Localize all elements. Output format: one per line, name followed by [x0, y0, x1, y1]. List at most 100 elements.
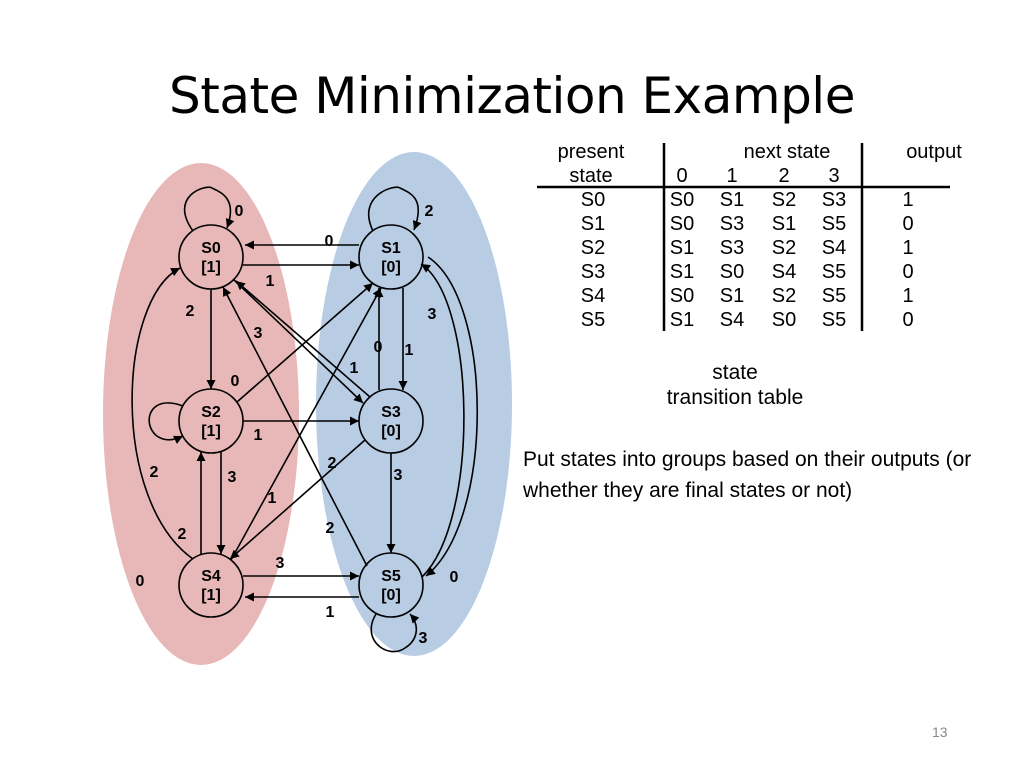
table-caption-line1: state — [712, 361, 758, 384]
input-column-0: 0 — [676, 165, 687, 187]
state-node-s4: S4[1] — [178, 552, 244, 618]
row-present-state: S2 — [581, 237, 605, 259]
transition-label-s3-s0: 1 — [350, 360, 359, 377]
transition-s2-to-s1 — [236, 282, 374, 403]
transition-s2-to-s2 — [148, 402, 184, 444]
transition-label-s1-s0: 0 — [325, 233, 334, 250]
transition-s5-to-s0 — [222, 286, 368, 567]
transition-label-s0-s3: 3 — [254, 325, 263, 342]
state-output: [1] — [201, 423, 221, 440]
state-name: S3 — [381, 404, 401, 421]
input-column-3: 3 — [828, 165, 839, 187]
header-next-state: next state — [744, 141, 831, 163]
transition-label-s5-s5: 3 — [419, 630, 428, 647]
state-output: [1] — [201, 587, 221, 604]
state-name: S4 — [201, 568, 221, 585]
transition-label-s5-s0: 2 — [326, 520, 335, 537]
row-output: 0 — [902, 261, 913, 283]
state-node-s0: S0[1] — [178, 224, 244, 290]
state-circle — [358, 388, 424, 454]
transition-s1-to-s1 — [367, 186, 422, 232]
table-caption: state transition table — [600, 360, 870, 410]
state-nodes: S0[1]S1[0]S2[1]S3[0]S4[1]S5[0] — [178, 224, 424, 618]
group-output-0-region — [316, 152, 512, 656]
row-next-state: S5 — [822, 261, 846, 283]
explanation-note: Put states into groups based on their ou… — [523, 448, 972, 502]
row-next-state: S0 — [670, 213, 694, 235]
state-node-s5: S5[0] — [358, 552, 424, 618]
row-output: 1 — [902, 189, 913, 211]
row-output: 1 — [902, 237, 913, 259]
state-node-s1: S1[0] — [358, 224, 424, 290]
transition-label-s4-s1: 1 — [268, 490, 277, 507]
transition-s4-to-s0 — [131, 267, 194, 560]
row-present-state: S0 — [581, 189, 605, 211]
transition-label-s0-s2: 2 — [186, 303, 195, 320]
row-next-state: S2 — [772, 285, 796, 307]
table-row: S4 S0 S1 S2 S5 1 — [581, 285, 914, 307]
state-output: [1] — [201, 259, 221, 276]
row-next-state: S1 — [670, 261, 694, 283]
transition-s5-to-s5 — [370, 613, 420, 653]
header-present: present — [558, 141, 625, 163]
transition-s1-to-s5 — [425, 256, 479, 577]
transition-label-s0-s1: 1 — [266, 273, 275, 290]
row-output: 1 — [902, 285, 913, 307]
state-name: S2 — [201, 404, 221, 421]
row-next-state: S1 — [720, 285, 744, 307]
transition-label-s1-s5: 3 — [428, 306, 437, 323]
row-next-state: S2 — [772, 237, 796, 259]
transition-label-s3-s1: 0 — [374, 339, 383, 356]
row-present-state: S4 — [581, 285, 605, 307]
state-circle — [178, 224, 244, 290]
row-present-state: S1 — [581, 213, 605, 235]
group-output-1-region — [103, 163, 299, 665]
state-circle — [178, 388, 244, 454]
header-state: state — [569, 165, 612, 187]
transition-label-s3-s5: 3 — [394, 467, 403, 484]
transition-label-s1-s3: 1 — [405, 342, 414, 359]
row-next-state: S1 — [772, 213, 796, 235]
row-next-state: S5 — [822, 285, 846, 307]
state-output: [0] — [381, 423, 401, 440]
transition-label-s2-s1: 0 — [231, 373, 240, 390]
transition-label-s4-s5: 3 — [276, 555, 285, 572]
transition-label-s1-s1: 2 — [425, 203, 434, 220]
transition-label-s2-s2: 2 — [150, 464, 159, 481]
row-next-state: S5 — [822, 213, 846, 235]
transition-s4-to-s1 — [230, 287, 382, 561]
input-column-2: 2 — [778, 165, 789, 187]
row-output: 0 — [902, 309, 913, 331]
transition-s3-to-s0 — [235, 280, 371, 398]
state-circle — [358, 552, 424, 618]
page-number: 13 — [932, 724, 948, 740]
transition-label-s3-s4: 2 — [328, 455, 337, 472]
row-next-state: S2 — [772, 189, 796, 211]
row-next-state: S3 — [720, 237, 744, 259]
state-output: [0] — [381, 587, 401, 604]
transition-s5-to-s1 — [420, 263, 465, 578]
transition-edges — [131, 186, 479, 653]
row-next-state: S4 — [772, 261, 796, 283]
row-next-state: S3 — [720, 213, 744, 235]
state-circle — [178, 552, 244, 618]
transition-label-s0-s0: 0 — [235, 203, 244, 220]
row-next-state: S4 — [720, 309, 744, 331]
state-name: S5 — [381, 568, 401, 585]
row-next-state: S1 — [670, 309, 694, 331]
transition-label-s2-s3: 1 — [254, 427, 263, 444]
state-output: [0] — [381, 259, 401, 276]
row-next-state: S5 — [822, 309, 846, 331]
row-next-state: S0 — [670, 189, 694, 211]
state-name: S0 — [201, 240, 221, 257]
state-node-s3: S3[0] — [358, 388, 424, 454]
state-circle — [358, 224, 424, 290]
transition-label-s4-s2: 2 — [178, 526, 187, 543]
row-next-state: S0 — [670, 285, 694, 307]
